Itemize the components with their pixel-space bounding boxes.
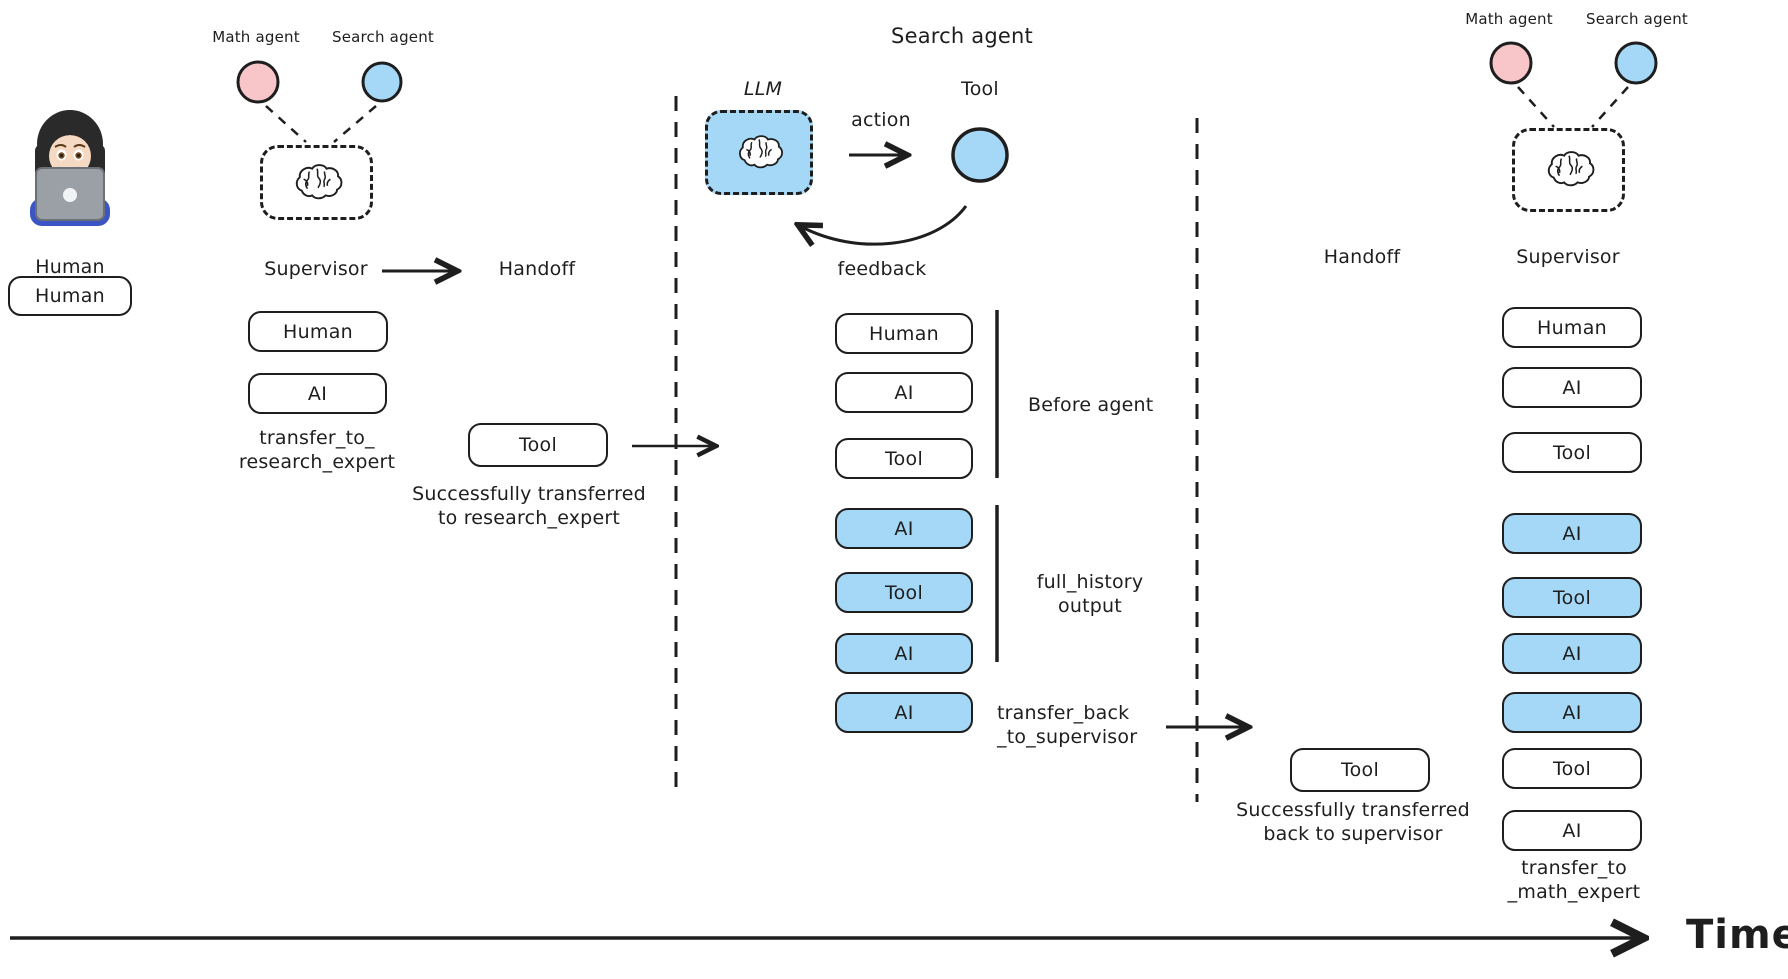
message-box-human: Human <box>835 313 973 354</box>
math-agent-connector <box>265 105 307 143</box>
handoff-tool-box-right: Tool <box>1290 748 1430 792</box>
supervisor-node-right <box>1512 128 1625 212</box>
handoff-label: Handoff <box>498 258 576 280</box>
math-agent-label: Math agent <box>212 28 300 46</box>
human-column-label: Human <box>35 256 105 278</box>
message-box-ai-transfer: AI <box>835 692 973 733</box>
math-agent-connector-right <box>1517 86 1555 128</box>
supervisor-human-box: Human <box>248 311 388 352</box>
message-box-ai-new: AI <box>1502 633 1642 674</box>
search-agent-circle <box>361 61 403 103</box>
message-box-ai-new: AI <box>835 633 973 674</box>
math-agent-circle <box>236 60 280 104</box>
search-agent-panel-title: Search agent <box>891 24 1033 48</box>
message-box-tool-new: Tool <box>1502 577 1642 618</box>
search-agent-connector-right <box>1591 86 1629 128</box>
message-box-ai-transfer: AI <box>1502 810 1642 851</box>
brain-icon <box>739 134 783 168</box>
time-axis-label: Time <box>1686 912 1788 958</box>
message-box-tool-new: Tool <box>835 572 973 613</box>
supervisor-human-box-label: Human <box>282 320 354 343</box>
search-agent-label-right: Search agent <box>1585 10 1689 28</box>
message-box-tool: Tool <box>1502 748 1642 789</box>
supervisor-label: Supervisor <box>264 258 368 280</box>
brain-icon <box>295 163 342 199</box>
message-box-tool: Tool <box>1502 432 1642 473</box>
tool-circle <box>951 127 1009 183</box>
search-agent-connector <box>333 105 377 143</box>
llm-node <box>705 110 813 195</box>
message-box-ai-new: AI <box>1502 513 1642 554</box>
handoff-tool-box-label: Tool <box>518 434 558 456</box>
action-label: action <box>851 109 911 131</box>
full-history-output-label: full_history output <box>1036 571 1144 617</box>
message-box-human: Human <box>1502 307 1642 348</box>
human-message-label: Human <box>34 285 106 307</box>
message-box-ai-new: AI <box>1502 692 1642 733</box>
search-agent-circle-right <box>1614 41 1658 85</box>
message-box-ai: AI <box>1502 367 1642 408</box>
message-box-ai-new: AI <box>835 508 973 549</box>
math-agent-circle-right <box>1489 41 1533 85</box>
supervisor-ai-box: AI <box>248 373 387 414</box>
message-box-ai: AI <box>835 372 973 413</box>
handoff-tool-box: Tool <box>468 423 608 467</box>
transferred-back-caption: Successfully transferred back to supervi… <box>1236 799 1470 845</box>
supervisor-ai-box-label: AI <box>307 382 328 405</box>
transferred-to-research-caption: Successfully transferred to research_exp… <box>412 483 646 529</box>
llm-label: LLM <box>743 78 783 100</box>
search-agent-label: Search agent <box>331 28 435 46</box>
before-agent-label: Before agent <box>1028 394 1154 416</box>
supervisor-node <box>260 145 373 220</box>
feedback-label: feedback <box>837 258 927 280</box>
message-box-tool: Tool <box>835 438 973 479</box>
transfer-to-research-caption: transfer_to_ research_expert <box>238 427 396 473</box>
tool-label: Tool <box>961 78 999 100</box>
handoff-label-right: Handoff <box>1323 246 1401 268</box>
math-agent-label-right: Math agent <box>1465 10 1553 28</box>
supervisor-label-right: Supervisor <box>1516 246 1620 268</box>
brain-icon <box>1547 151 1594 187</box>
transfer-back-caption: transfer_back _to_supervisor <box>997 702 1138 748</box>
human-message-box: Human <box>8 276 132 316</box>
feedback-arrow <box>800 205 968 244</box>
transfer-to-math-caption: transfer_to _math_expert <box>1507 857 1641 903</box>
human-emoji <box>30 110 110 226</box>
